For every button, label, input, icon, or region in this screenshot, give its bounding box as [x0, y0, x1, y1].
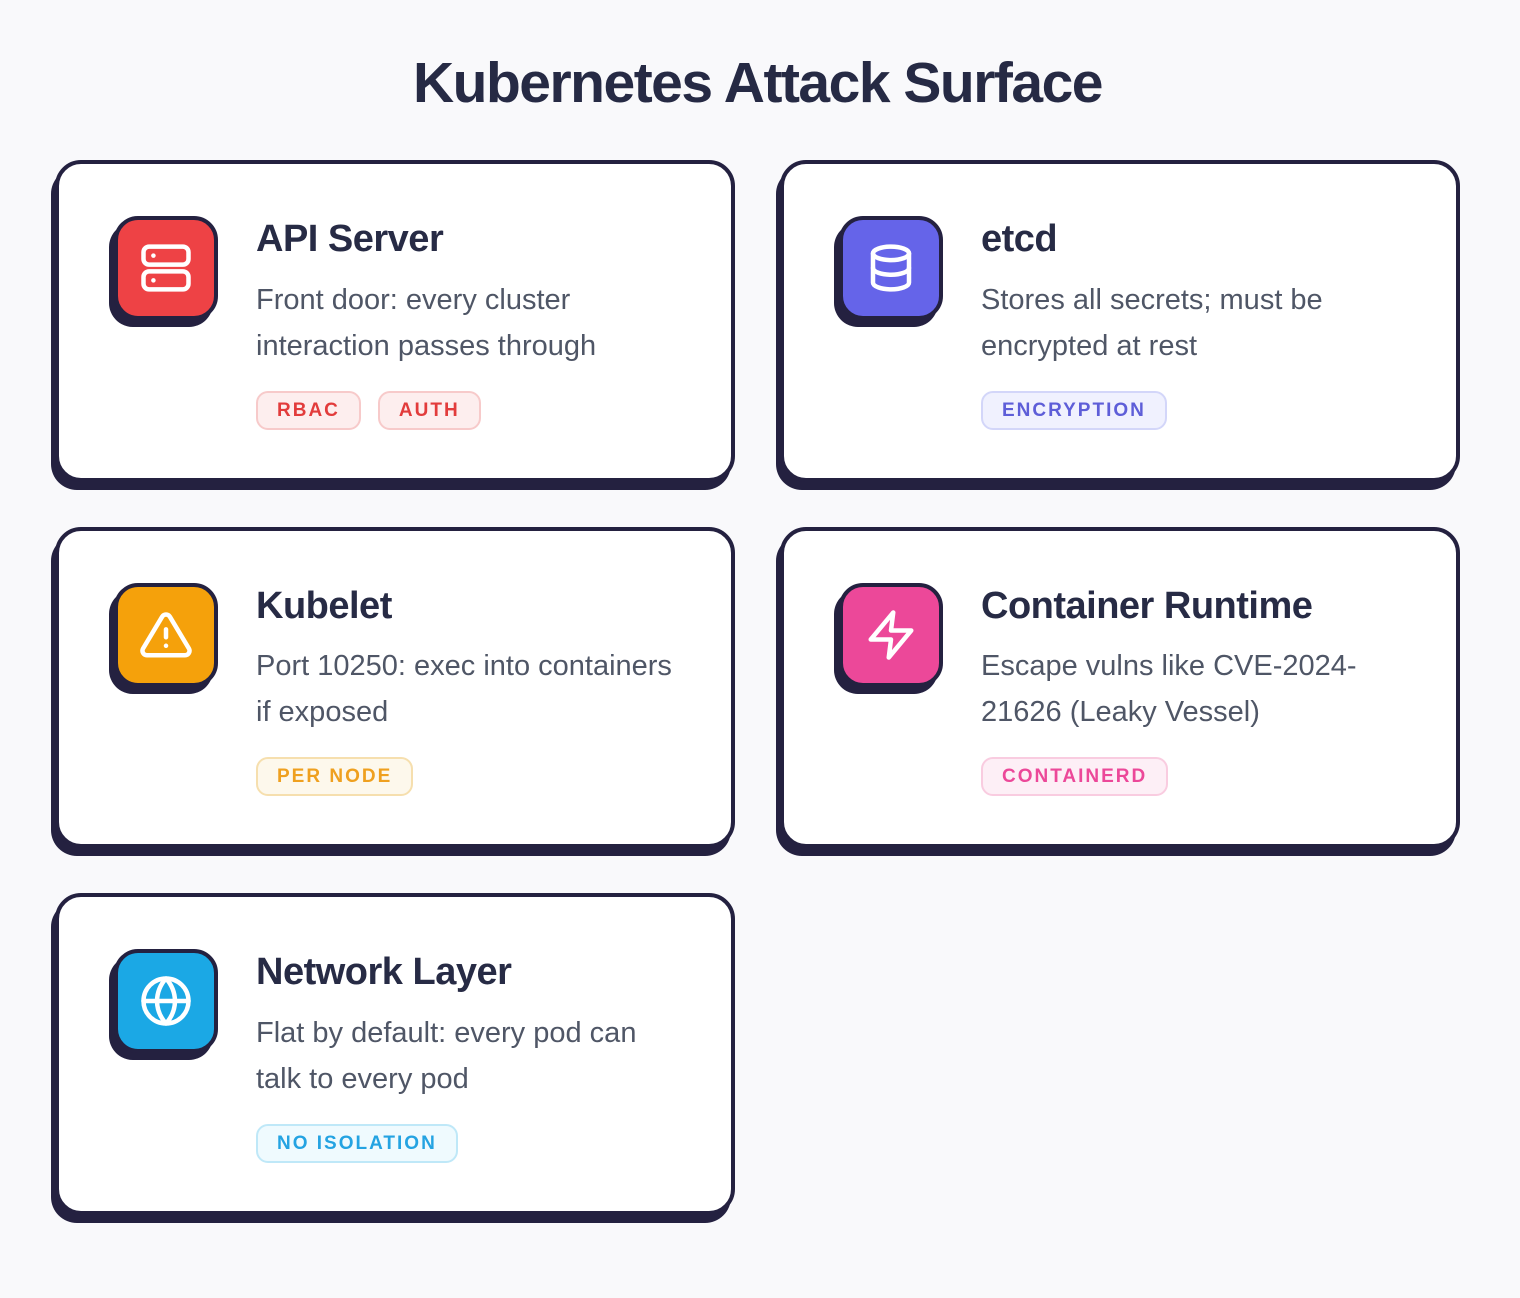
- card-network-layer: Network Layer Flat by default: every pod…: [55, 893, 735, 1216]
- card-container-runtime: Container Runtime Escape vulns like CVE-…: [780, 526, 1460, 849]
- card-body: Container Runtime Escape vulns like CVE-…: [981, 583, 1406, 797]
- card-description: Front door: every cluster interaction pa…: [256, 283, 597, 362]
- globe-icon: [114, 949, 218, 1054]
- database-icon: [839, 216, 943, 320]
- card-title: etcd: [981, 218, 1058, 260]
- card-description: Flat by default: every pod can talk to e…: [256, 1017, 637, 1096]
- card-api-server: API Server Front door: every cluster int…: [55, 160, 735, 482]
- card-body: etcd Stores all secrets; must be encrypt…: [981, 216, 1406, 430]
- badges-row: NO ISOLATION: [256, 1124, 681, 1164]
- badge-auth: AUTH: [377, 390, 481, 430]
- badge-per-node: PER NODE: [256, 757, 414, 797]
- page-title: Kubernetes Attack Surface: [413, 51, 1103, 115]
- card-description: Port 10250: exec into containers if expo…: [256, 650, 672, 729]
- card-body: API Server Front door: every cluster int…: [256, 216, 681, 430]
- card-body: Kubelet Port 10250: exec into containers…: [256, 583, 681, 797]
- badge-rbac: RBAC: [256, 390, 361, 430]
- card-body: Network Layer Flat by default: every pod…: [256, 949, 681, 1164]
- badges-row: CONTAINERD: [981, 757, 1406, 797]
- badges-row: ENCRYPTION: [981, 390, 1406, 430]
- badge-encryption: ENCRYPTION: [981, 390, 1167, 430]
- server-icon: [114, 216, 218, 320]
- card-title: API Server: [256, 218, 444, 260]
- badge-no-isolation: NO ISOLATION: [256, 1124, 458, 1164]
- card-title: Network Layer: [256, 951, 512, 994]
- badges-row: RBAC AUTH: [256, 390, 681, 430]
- page: Kubernetes Attack Surface API Server Fro…: [55, 51, 1460, 1216]
- card-description: Escape vulns like CVE-2024-21626 (Leaky …: [981, 650, 1357, 729]
- card-etcd: etcd Stores all secrets; must be encrypt…: [780, 160, 1460, 482]
- lightning-bolt-icon: [839, 582, 943, 687]
- badge-containerd: CONTAINERD: [981, 757, 1169, 797]
- badges-row: PER NODE: [256, 757, 681, 797]
- card-description: Stores all secrets; must be encrypted at…: [981, 283, 1323, 362]
- card-title: Kubelet: [256, 584, 392, 627]
- card-kubelet: Kubelet Port 10250: exec into containers…: [55, 526, 735, 849]
- cards-grid: API Server Front door: every cluster int…: [55, 160, 1460, 1216]
- warning-triangle-icon: [114, 582, 218, 687]
- card-title: Container Runtime: [981, 584, 1313, 627]
